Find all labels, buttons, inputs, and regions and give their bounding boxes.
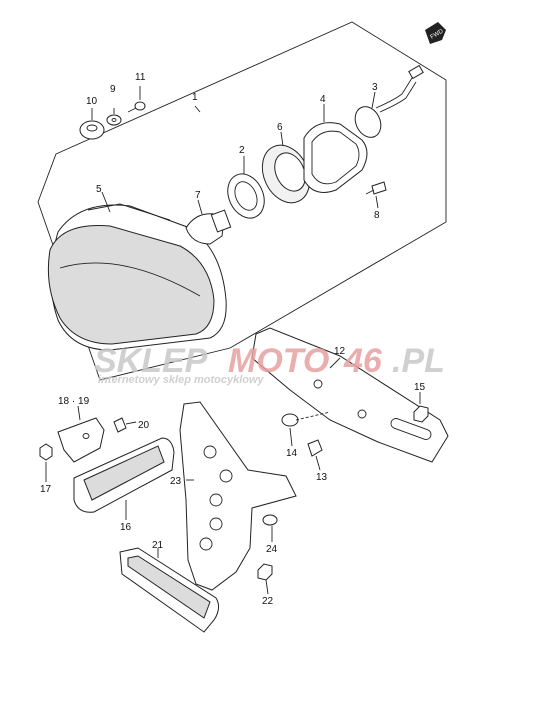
part-label-7: 7 (195, 190, 201, 201)
part-label-5: 5 (96, 184, 102, 195)
grommet-10 (79, 120, 105, 140)
lock-ring (261, 144, 311, 204)
part-label-3: 3 (372, 82, 378, 93)
part-label-1: 1 (192, 92, 198, 103)
part-label-8: 8 (374, 210, 380, 221)
part-label-12: 12 (334, 346, 346, 357)
nut-17 (39, 443, 53, 461)
assembly-boundary (37, 21, 447, 381)
part-label-4: 4 (320, 94, 326, 105)
part-label-23: 23 (170, 476, 182, 487)
gasket (303, 122, 368, 193)
watermark: SKLEP MOTO 46 .PL internetowy sklep moto… (94, 342, 445, 386)
part-labels: 1 2 3 4 5 6 7 8 9 10 11 12 13 14 15 16 1… (40, 72, 426, 607)
socket-wire (354, 64, 424, 138)
screw-11 (127, 101, 146, 113)
part-label-21: 21 (152, 540, 164, 551)
screw-24 (262, 514, 278, 526)
bracket-plate-23 (179, 401, 297, 591)
part-label-16: 16 (120, 522, 132, 533)
watermark-brand-4: .PL (392, 342, 445, 380)
part-label-10: 10 (86, 96, 98, 107)
part-label-9: 9 (110, 84, 116, 95)
tail-light-housing (47, 203, 227, 351)
part-label-14: 14 (286, 448, 298, 459)
part-label-17: 17 (40, 484, 52, 495)
watermark-tagline: internetowy sklep motocyklowy (98, 374, 265, 386)
part-label-2: 2 (239, 145, 245, 156)
part-label-22: 22 (262, 596, 274, 607)
rear-reflector-21 (119, 547, 220, 633)
watermark-brand-2: MOTO (228, 342, 329, 380)
part-label-13: 13 (316, 472, 328, 483)
part-label-18-19: 18 · 19 (58, 396, 90, 407)
part-label-15: 15 (414, 382, 426, 393)
part-label-24: 24 (266, 544, 278, 555)
nut-15 (413, 405, 429, 423)
nut-22 (257, 563, 273, 581)
bolt-13 (307, 439, 323, 457)
license-bracket-12 (251, 327, 449, 463)
part-label-11: 11 (135, 72, 146, 83)
watermark-brand-1: SKLEP (94, 342, 208, 380)
part-label-20: 20 (138, 420, 150, 431)
washer-9 (106, 114, 122, 126)
watermark-brand-3: 46 (343, 342, 383, 380)
leader-lines (45, 86, 421, 595)
socket-ring (227, 173, 265, 219)
screw-8 (365, 181, 387, 195)
reflector-bracket (57, 417, 105, 463)
bulb (185, 209, 232, 245)
screw-14 (281, 411, 331, 427)
side-reflector-16 (73, 437, 175, 513)
part-label-6: 6 (277, 122, 283, 133)
screw-20 (113, 417, 127, 433)
fwd-arrow-badge: FWD (425, 22, 446, 44)
